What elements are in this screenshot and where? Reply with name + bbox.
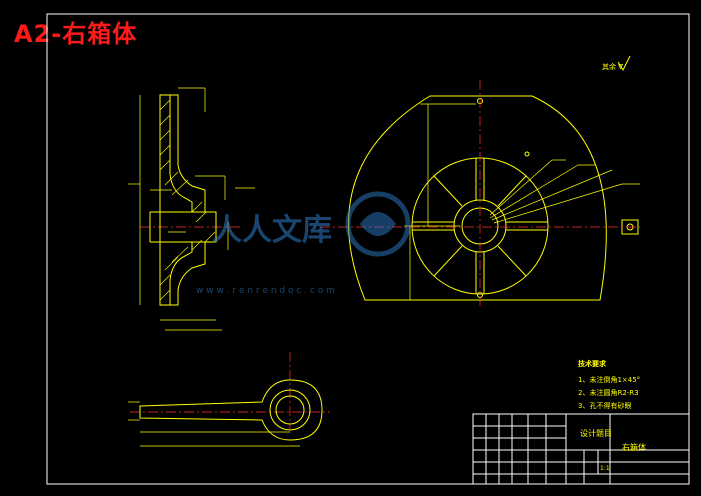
front-view xyxy=(320,55,640,308)
title-block-grid xyxy=(472,413,690,485)
tech-req-2: 2、未注圆角R2-R3 xyxy=(578,388,639,397)
tech-req-3: 3、孔不得有砂眼 xyxy=(578,401,631,410)
tech-req-heading: 技术要求 xyxy=(578,359,607,368)
roughness-symbol xyxy=(617,55,631,72)
lever-view xyxy=(128,352,330,447)
drawing-title: A2-右箱体 xyxy=(14,20,138,48)
title-block-scale: 1:1 xyxy=(600,465,610,472)
lever-outline xyxy=(139,379,323,441)
section-inner-lower xyxy=(170,242,206,306)
section-body-outline xyxy=(159,94,217,306)
front-leaders xyxy=(489,159,640,224)
front-ribs xyxy=(412,158,548,294)
drawing-frame xyxy=(46,13,690,485)
section-inner-upper xyxy=(170,94,206,212)
roughness-note: 其余 ∇ xyxy=(602,62,623,71)
tech-req-1: 1、未注倒角1×45° xyxy=(578,375,640,384)
watermark-logo xyxy=(345,191,411,257)
section-hatching xyxy=(159,99,216,301)
section-view xyxy=(128,87,255,331)
title-block-drawing-title: 设计题目 xyxy=(580,428,612,438)
front-body-outline xyxy=(348,95,607,301)
title-block-part-name: 右箱体 xyxy=(622,442,646,452)
watermark-site: 人人文库 xyxy=(212,213,332,248)
watermark-url: w w w . r e n r e n d o c . c o m xyxy=(196,286,335,296)
